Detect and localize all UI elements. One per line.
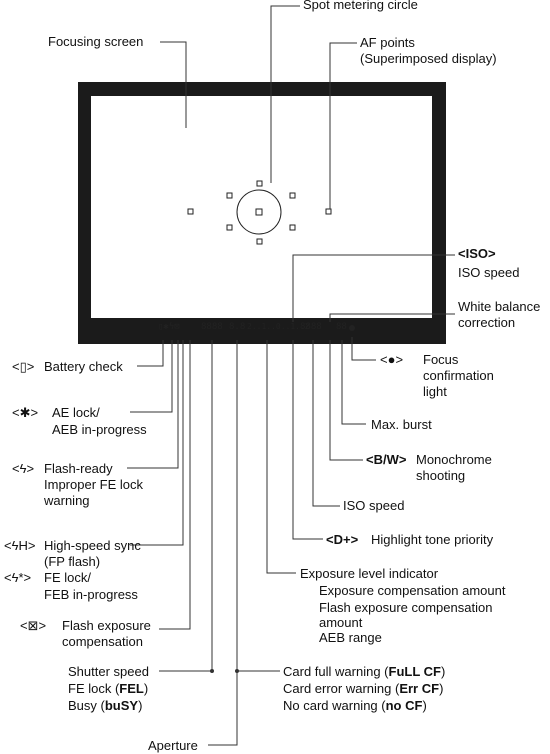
- label-ae-lock-1: AE lock/: [52, 405, 100, 420]
- label-highlight-tone: Highlight tone priority: [371, 532, 494, 547]
- label-flash-ready-1: Flash-ready: [44, 461, 113, 476]
- label-fel: FE lock (FEL): [68, 681, 149, 696]
- label-iso-speed-top: ISO speed: [458, 265, 520, 280]
- label-wb-correction-2: correction: [458, 315, 516, 330]
- label-no-card: No card warning (no CF): [283, 698, 427, 713]
- label-aeb-range: AEB range: [319, 630, 382, 645]
- label-flash-exp-comp-amount: amount: [319, 615, 363, 630]
- symbol-ae-lock: <✱>: [12, 405, 39, 420]
- symbol-fe-lock: <ϟ*>: [4, 570, 32, 585]
- label-exposure-level: Exposure level indicator: [300, 566, 439, 581]
- label-focus-1: Focus: [423, 352, 459, 367]
- label-busy: Busy (buSY): [68, 698, 143, 713]
- symbol-flash-exp-comp: <⊠>: [20, 618, 47, 633]
- label-monochrome-1: Monochrome: [416, 452, 492, 467]
- symbol-focus: <●>: [380, 352, 404, 367]
- label-shutter-speed: Shutter speed: [68, 664, 149, 679]
- symbol-battery: <▯>: [12, 359, 35, 374]
- label-focusing-screen: Focusing screen: [48, 34, 144, 49]
- label-spot-metering-circle: Spot metering circle: [303, 0, 418, 12]
- label-ae-lock-2: AEB in-progress: [52, 422, 147, 437]
- leader-dots: [210, 669, 239, 673]
- symbol-iso: <ISO>: [458, 246, 496, 261]
- lcd-shutter-digits: 8888: [201, 322, 223, 332]
- symbol-flash-ready: <ϟ>: [12, 461, 35, 476]
- symbol-high-speed-sync: <ϟH>: [4, 538, 36, 553]
- label-high-speed-sync-1: High-speed sync: [44, 538, 141, 553]
- label-aperture: Aperture: [148, 738, 198, 753]
- symbol-d-plus: <D+>: [326, 532, 359, 547]
- label-flash-exp-comp: Flash exposure compensation: [319, 600, 493, 615]
- label-card-error: Card error warning (Err CF): [283, 681, 444, 696]
- label-card-full: Card full warning (FuLL CF): [283, 664, 446, 679]
- label-wb-correction-1: White balance: [458, 299, 541, 314]
- label-monochrome-2: shooting: [416, 468, 466, 483]
- lcd-battery-icon: ▯✱ϟ⊠: [158, 322, 180, 332]
- lcd-aperture-digits: 8.8: [229, 322, 246, 332]
- label-focus-3: light: [423, 384, 447, 399]
- label-flash-exp-comp-1: Flash exposure: [62, 618, 151, 633]
- label-af-points-sub: (Superimposed display): [360, 51, 497, 66]
- label-focus-2: confirmation: [423, 368, 494, 383]
- focus-confirmation-dot: [349, 325, 355, 331]
- label-battery-check: Battery check: [44, 359, 123, 374]
- lcd-exposure-scale: 2..1..0..1..2: [247, 322, 310, 331]
- label-fe-lock-2: FEB in-progress: [44, 587, 138, 602]
- symbol-bw: <B/W>: [366, 452, 407, 467]
- label-af-points: AF points: [360, 35, 415, 50]
- leader-lines: [127, 5, 455, 746]
- lcd-burst-digits: 88: [336, 322, 347, 332]
- label-max-burst: Max. burst: [371, 417, 432, 432]
- focusing-screen-area: [91, 96, 432, 318]
- label-exp-comp: Exposure compensation amount: [319, 583, 506, 598]
- af-points: [187, 180, 332, 245]
- lcd-iso-digits: 8888: [300, 322, 322, 332]
- label-flash-ready-3: warning: [44, 493, 90, 508]
- label-fe-lock-1: FE lock/: [44, 570, 91, 585]
- label-iso-speed-bottom: ISO speed: [343, 498, 405, 513]
- spot-metering-circle: [236, 189, 282, 235]
- label-flash-ready-2: Improper FE lock: [44, 477, 143, 492]
- label-flash-exp-comp-2: compensation: [62, 634, 143, 649]
- label-high-speed-sync-2: (FP flash): [44, 554, 101, 569]
